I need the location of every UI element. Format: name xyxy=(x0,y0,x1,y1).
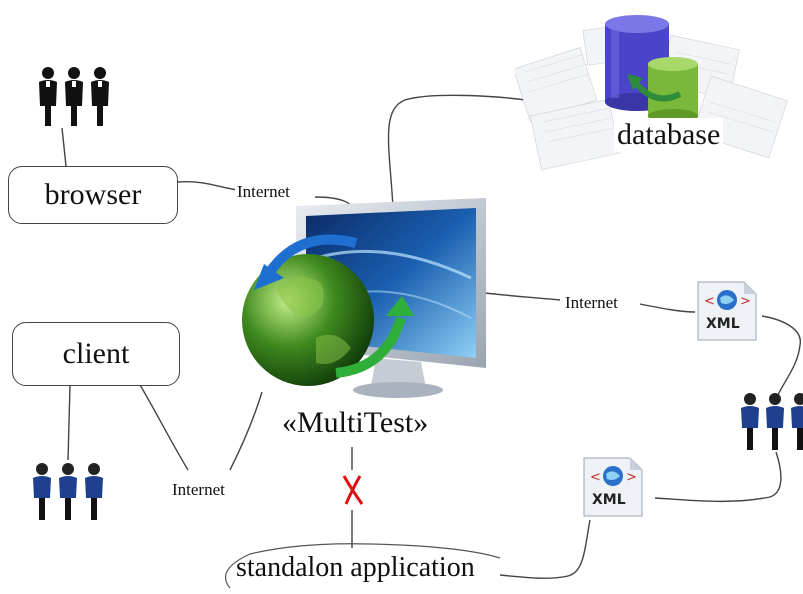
line-internet-xml xyxy=(639,303,696,313)
database-icon xyxy=(515,15,788,171)
svg-text:>: > xyxy=(626,470,637,485)
browser-node: browser xyxy=(8,166,178,224)
people-group-icon xyxy=(39,67,109,126)
line-people-browser xyxy=(61,127,67,167)
line-client-people xyxy=(67,384,71,461)
line-monitor-database xyxy=(387,94,546,209)
internet-label-xml: Internet xyxy=(563,293,620,313)
client-node: client xyxy=(12,322,180,386)
people-group-client-icon xyxy=(33,463,103,520)
xml-document-icon-bottom: < > XML xyxy=(580,454,646,520)
x-mark-icon xyxy=(342,475,364,505)
line-client-internet xyxy=(139,384,189,471)
database-label: database xyxy=(614,118,724,152)
svg-text:>: > xyxy=(740,294,751,309)
xml-bottom-label: XML xyxy=(592,492,626,508)
svg-text:<: < xyxy=(704,294,715,309)
internet-label-browser: Internet xyxy=(235,182,292,202)
browser-label: browser xyxy=(44,178,142,211)
standalone-node-outline xyxy=(225,543,501,589)
xml-document-icon-top: < > XML xyxy=(694,278,760,344)
standalone-label: standalon application xyxy=(236,552,475,583)
client-label: client xyxy=(62,337,130,370)
xml-top-label: XML xyxy=(706,316,740,332)
line-monitor-internet xyxy=(474,291,561,301)
line-xml-standalone xyxy=(499,519,591,579)
line-browser-internet xyxy=(177,180,239,191)
line-xml-people xyxy=(761,315,801,396)
multitest-label: «MultiTest» xyxy=(282,406,429,439)
internet-label-client: Internet xyxy=(170,480,227,500)
multitest-monitor-icon xyxy=(242,198,486,398)
line-internet-globe xyxy=(229,391,263,471)
line-people-xml-bottom xyxy=(654,451,782,503)
svg-text:<: < xyxy=(590,470,601,485)
people-group-right-icon xyxy=(741,393,803,450)
